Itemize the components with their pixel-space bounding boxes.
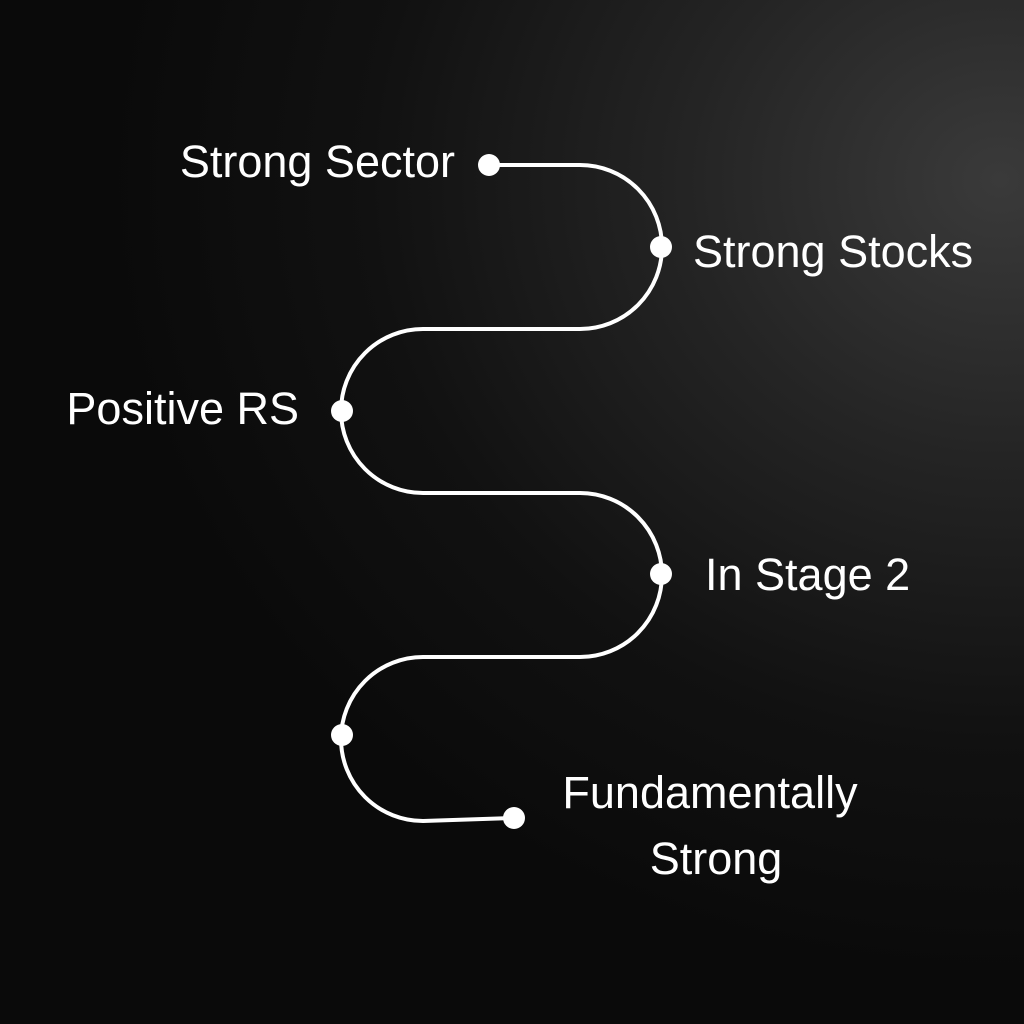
step-label-fundamentally: Fundamentally xyxy=(562,767,858,818)
step-label-positive-rs: Positive RS xyxy=(66,383,299,434)
step-label-strong-stocks: Strong Stocks xyxy=(693,226,973,277)
step-dot-end xyxy=(503,807,525,829)
step-dot-4 xyxy=(650,563,672,585)
step-dot-2 xyxy=(650,236,672,258)
winding-path-line xyxy=(339,163,664,824)
step-dot-5 xyxy=(331,724,353,746)
step-label-strong: Strong xyxy=(650,833,783,884)
step-dot-3 xyxy=(331,400,353,422)
step-label-strong-sector: Strong Sector xyxy=(180,136,455,187)
step-label-in-stage-2: In Stage 2 xyxy=(705,549,910,600)
step-dot-1 xyxy=(478,154,500,176)
